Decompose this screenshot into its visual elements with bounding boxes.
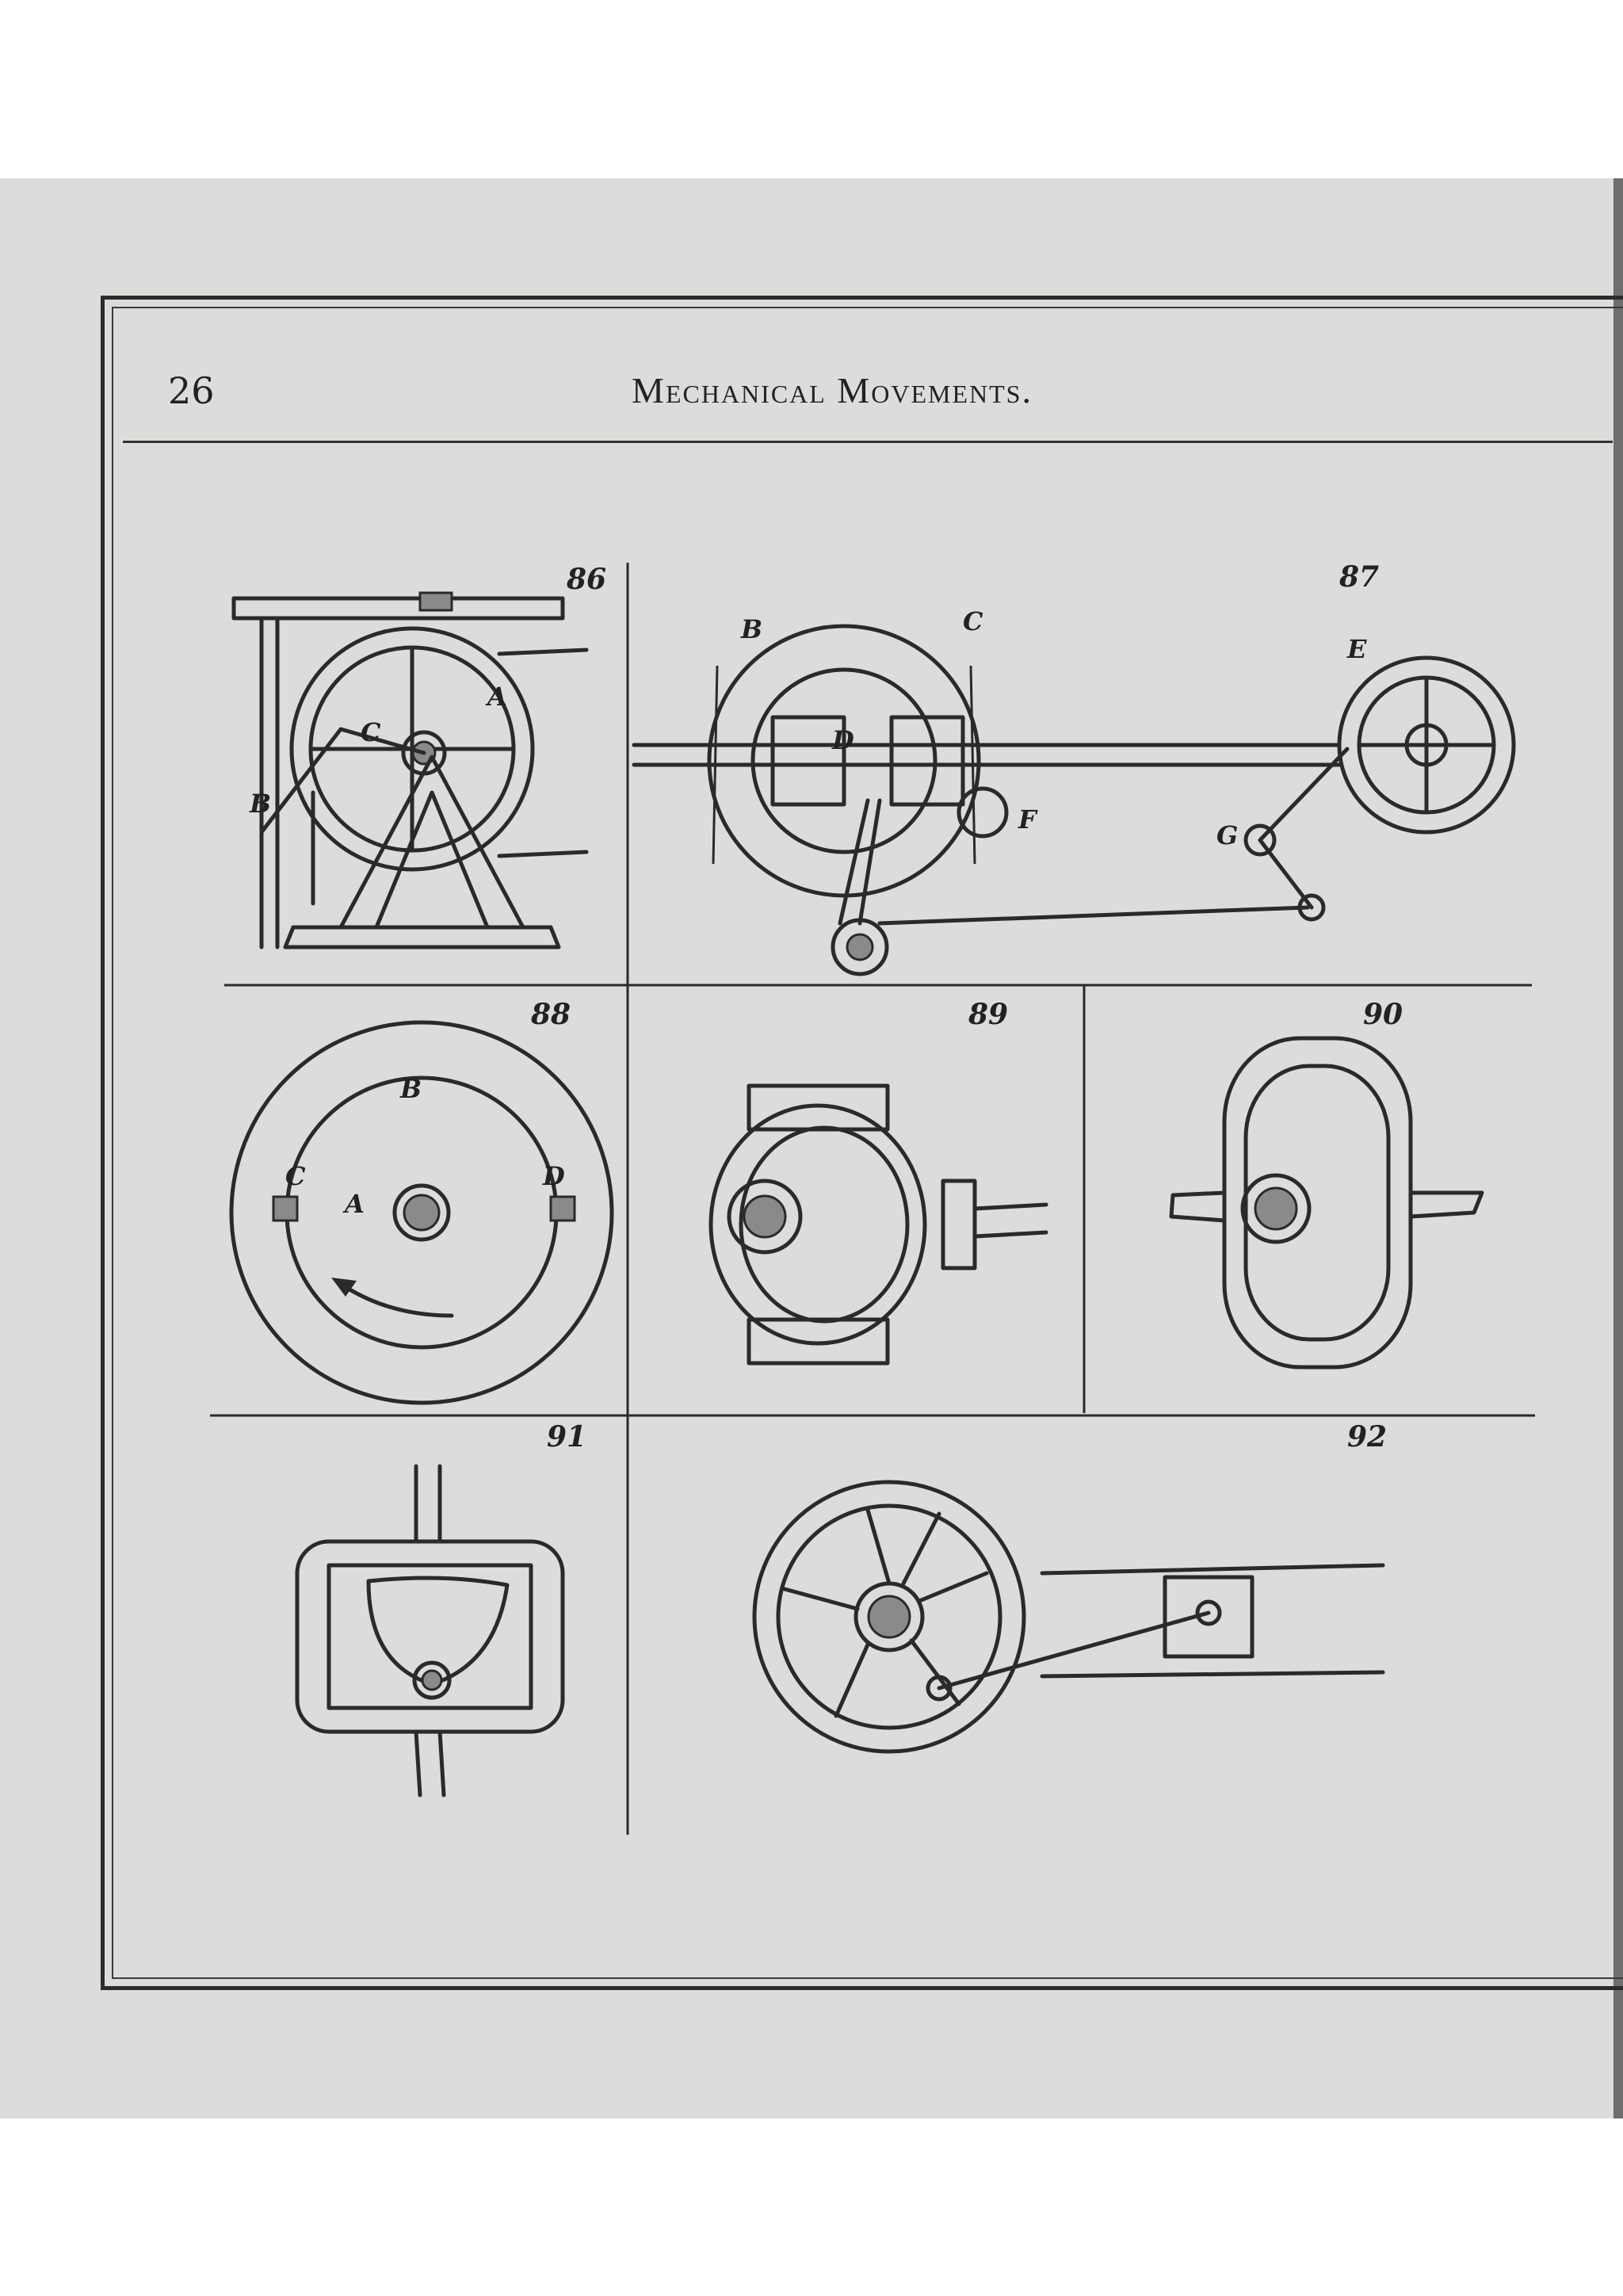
- figure-92-drawing: [752, 1480, 1385, 1754]
- figure-91-number: 91: [547, 1420, 586, 1454]
- figure-88-label-d: D: [542, 1161, 565, 1191]
- figure-87-label-b: B: [740, 614, 762, 644]
- figure-89-drawing: [708, 1083, 1048, 1366]
- figure-88-label-b: B: [399, 1074, 422, 1104]
- figure-87-drawing: [632, 624, 1516, 976]
- figure-90-number: 90: [1363, 998, 1403, 1031]
- figure-87-label-c: C: [963, 606, 983, 636]
- figure-87-number: 87: [1338, 560, 1379, 594]
- figure-86-number: 86: [566, 563, 606, 596]
- page-edge-shadow: [1613, 178, 1623, 2118]
- figure-87-label-d: D: [831, 725, 854, 755]
- header-rule: [123, 441, 1613, 443]
- figure-86-label-b: B: [249, 789, 271, 819]
- page-border: [101, 296, 1623, 1990]
- page-scan: [0, 178, 1623, 2118]
- page-border-inner: [112, 307, 1623, 1979]
- figure-91-drawing: [295, 1464, 565, 1797]
- figure-86-drawing: [231, 591, 589, 949]
- figure-92-number: 92: [1347, 1420, 1387, 1454]
- figure-89-number: 89: [968, 998, 1008, 1031]
- running-title: Mechanical Movements.: [632, 370, 1033, 411]
- figure-86-label-c: C: [361, 717, 381, 747]
- figure-88-number: 88: [530, 998, 571, 1031]
- figure-87-label-g: G: [1216, 820, 1238, 850]
- figure-90-drawing: [1169, 1036, 1484, 1370]
- figure-86-label-a: A: [485, 682, 507, 712]
- figure-88-label-c: C: [285, 1161, 306, 1191]
- figure-87-label-f: F: [1018, 804, 1038, 835]
- panel-grid: [210, 563, 1535, 1835]
- figure-88-drawing: [229, 1020, 614, 1405]
- figure-88-label-a: A: [342, 1189, 365, 1219]
- figure-87-label-e: E: [1346, 634, 1367, 664]
- page-number: 26: [168, 369, 215, 412]
